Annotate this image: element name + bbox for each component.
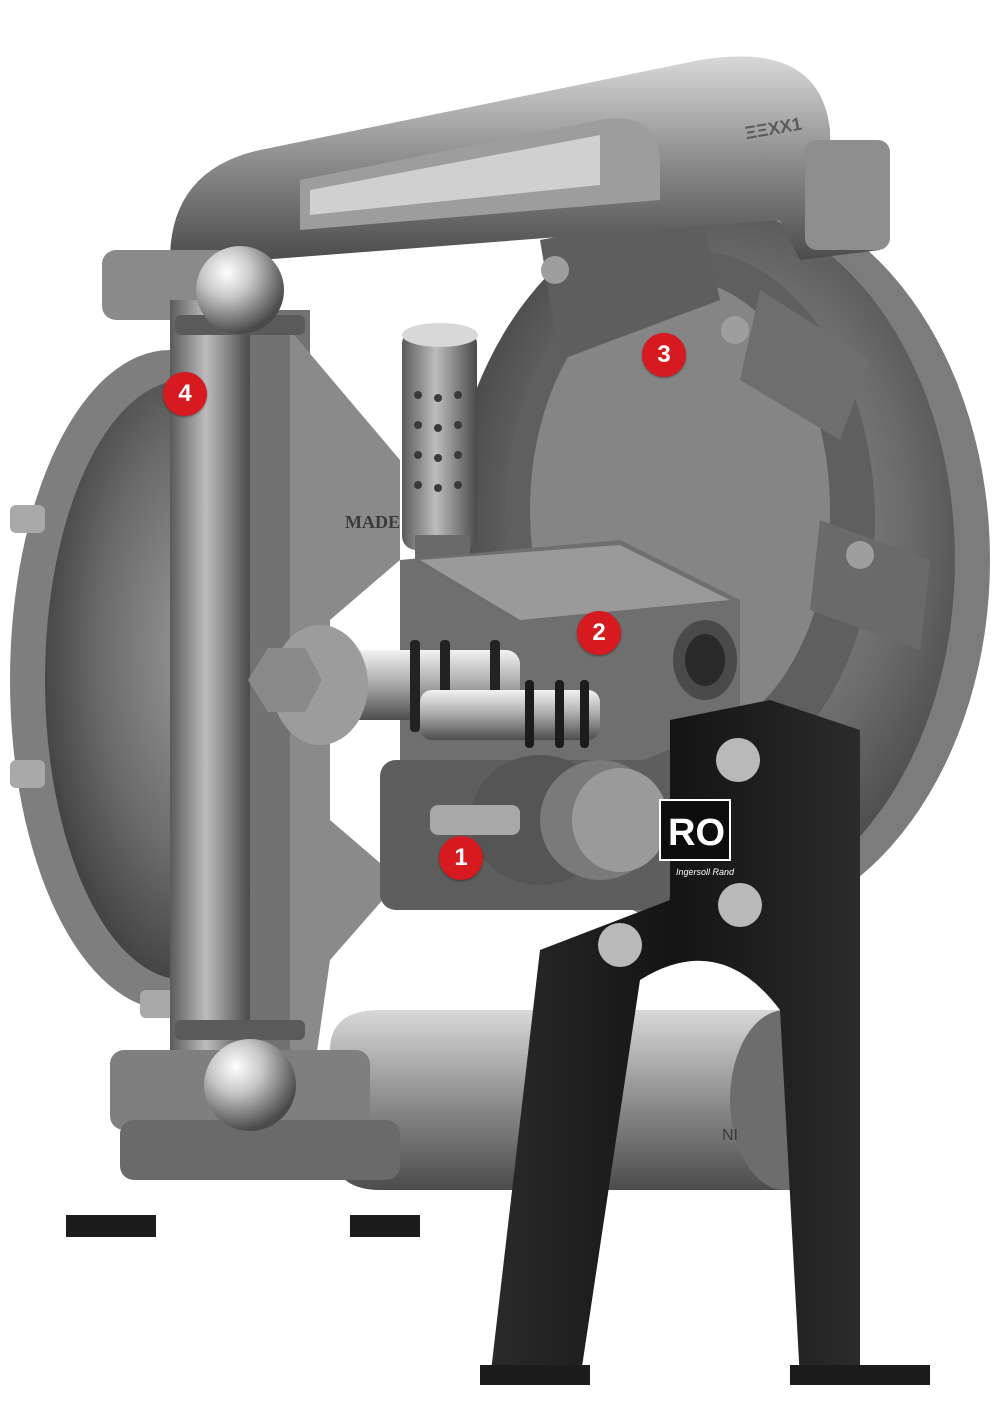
callout-marker-1: 1 <box>439 836 483 880</box>
casting-marking-bottom: NI <box>722 1127 738 1144</box>
nameplate-logo: RO <box>668 812 725 854</box>
callout-marker-4: 4 <box>163 372 207 416</box>
lower-check-ball <box>204 1039 296 1131</box>
callout-number: 1 <box>454 844 468 871</box>
callout-number: 4 <box>178 380 192 407</box>
fluid-column-cutaway: MADE <box>110 300 400 1180</box>
muffler <box>402 323 478 575</box>
top-manifold: ΞΞXX1 <box>102 56 890 320</box>
nameplate-brand: Ingersoll Rand <box>676 867 735 877</box>
casting-marking-side: MADE <box>345 512 400 532</box>
upper-check-ball <box>196 246 284 334</box>
main-shaft <box>248 625 520 745</box>
mounting-stand: RO Ingersoll Rand <box>66 700 930 1385</box>
callout-number: 2 <box>592 619 606 646</box>
callout-marker-2: 2 <box>577 611 621 655</box>
pilot-shaft <box>420 680 600 748</box>
pilot-piston <box>430 755 668 885</box>
callout-number: 3 <box>657 341 671 368</box>
callout-marker-3: 3 <box>642 333 686 377</box>
